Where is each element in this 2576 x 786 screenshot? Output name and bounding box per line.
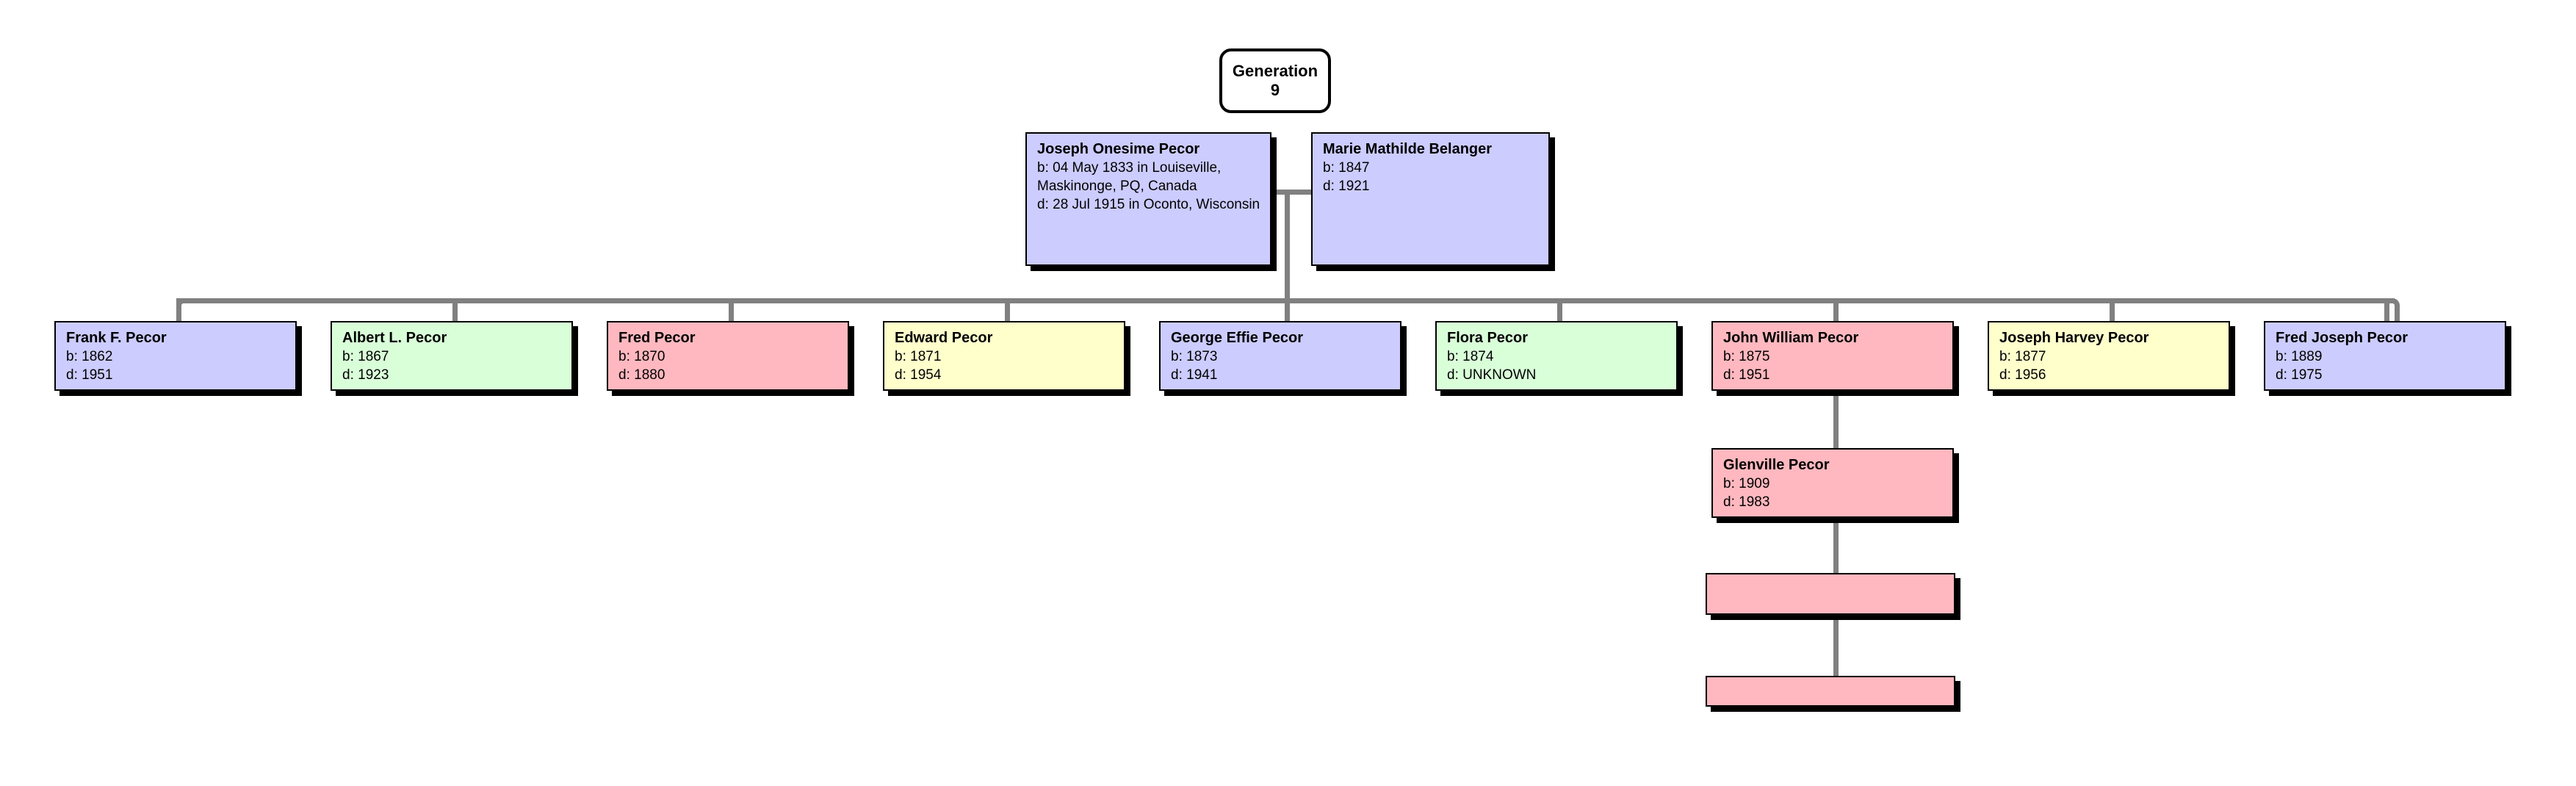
person-box-george-effie-pecor[interactable]: George Effie Pecor b: 1873 d: 1941	[1159, 321, 1401, 391]
person-name: John William Pecor	[1723, 330, 1859, 346]
person-death: d: 1954	[895, 367, 942, 383]
child-drop-4	[1005, 298, 1010, 322]
person-birth: b: 1877	[1999, 349, 2046, 364]
child-drop-7	[1833, 298, 1839, 322]
person-name: Albert L. Pecor	[342, 330, 447, 346]
person-box-private-1[interactable]	[1706, 573, 1955, 615]
person-birth: b: 1889	[2276, 349, 2323, 364]
person-death: d: 1983	[1723, 494, 1770, 510]
generation-badge-label: Generation	[1232, 62, 1318, 80]
person-birth: b: 1862	[66, 349, 113, 364]
person-birth: b: 1909	[1723, 476, 1770, 491]
person-death: d: 28 Jul 1915 in Oconto, Wisconsin	[1037, 197, 1260, 212]
descendant-drop-2	[1833, 514, 1839, 580]
person-box-flora-pecor[interactable]: Flora Pecor b: 1874 d: UNKNOWN	[1435, 321, 1678, 391]
person-birth: b: 1874	[1447, 349, 1494, 364]
person-box-glenville-pecor[interactable]: Glenville Pecor b: 1909 d: 1983	[1711, 448, 1954, 518]
person-name: Edward Pecor	[895, 330, 993, 346]
person-birth: b: 1867	[342, 349, 389, 364]
person-death: d: 1921	[1323, 179, 1370, 194]
person-death: d: 1951	[66, 367, 113, 383]
person-box-frank-f-pecor[interactable]: Frank F. Pecor b: 1862 d: 1951	[54, 321, 297, 391]
child-drop-3	[729, 298, 734, 322]
child-drop-8	[2110, 298, 2115, 322]
generation-badge: Generation 9	[1219, 48, 1331, 113]
person-box-private-2[interactable]	[1706, 676, 1955, 707]
person-name: George Effie Pecor	[1171, 330, 1304, 346]
person-name: Joseph Harvey Pecor	[1999, 330, 2149, 346]
generation-badge-number: 9	[1270, 81, 1280, 99]
child-drop-2	[452, 298, 458, 322]
person-box-albert-l-pecor[interactable]: Albert L. Pecor b: 1867 d: 1923	[331, 321, 573, 391]
descendant-drop-1	[1833, 389, 1839, 455]
person-name: Flora Pecor	[1447, 330, 1529, 346]
person-death: d: 1956	[1999, 367, 2046, 383]
person-name: Marie Mathilde Belanger	[1323, 141, 1493, 157]
person-name: Frank F. Pecor	[66, 330, 167, 346]
sibling-bar-right-corner	[2384, 298, 2400, 322]
person-box-joseph-onesime-pecor[interactable]: Joseph Onesime Pecor b: 04 May 1833 in L…	[1025, 132, 1271, 266]
child-drop-6	[1557, 298, 1562, 322]
person-death: d: UNKNOWN	[1447, 367, 1537, 383]
person-death: d: 1941	[1171, 367, 1218, 383]
child-drop-5	[1285, 298, 1290, 322]
person-box-marie-mathilde-belanger[interactable]: Marie Mathilde Belanger b: 1847 d: 1921	[1311, 132, 1550, 266]
person-birth: b: 1847	[1323, 160, 1370, 176]
person-box-fred-pecor[interactable]: Fred Pecor b: 1870 d: 1880	[607, 321, 849, 391]
person-birth: b: 1875	[1723, 349, 1770, 364]
child-drop-1	[176, 298, 181, 322]
person-box-edward-pecor[interactable]: Edward Pecor b: 1871 d: 1954	[883, 321, 1125, 391]
person-birth: b: 1871	[895, 349, 942, 364]
person-box-fred-joseph-pecor[interactable]: Fred Joseph Pecor b: 1889 d: 1975	[2264, 321, 2506, 391]
person-name: Fred Pecor	[618, 330, 696, 346]
person-death: d: 1880	[618, 367, 665, 383]
person-name: Fred Joseph Pecor	[2276, 330, 2409, 346]
marriage-connector-horizontal	[1271, 190, 1311, 195]
descendant-drop-3	[1833, 617, 1839, 683]
person-box-john-william-pecor[interactable]: John William Pecor b: 1875 d: 1951	[1711, 321, 1954, 391]
person-box-joseph-harvey-pecor[interactable]: Joseph Harvey Pecor b: 1877 d: 1956	[1988, 321, 2230, 391]
person-name: Joseph Onesime Pecor	[1037, 141, 1200, 157]
child-drop-9	[2384, 298, 2389, 322]
person-death: d: 1975	[2276, 367, 2323, 383]
person-name: Glenville Pecor	[1723, 457, 1830, 473]
person-death: d: 1923	[342, 367, 389, 383]
person-birth: b: 04 May 1833 in Louiseville, Maskinong…	[1037, 160, 1222, 194]
person-death: d: 1951	[1723, 367, 1770, 383]
marriage-connector-drop	[1285, 190, 1290, 303]
person-birth: b: 1870	[618, 349, 665, 364]
person-birth: b: 1873	[1171, 349, 1218, 364]
